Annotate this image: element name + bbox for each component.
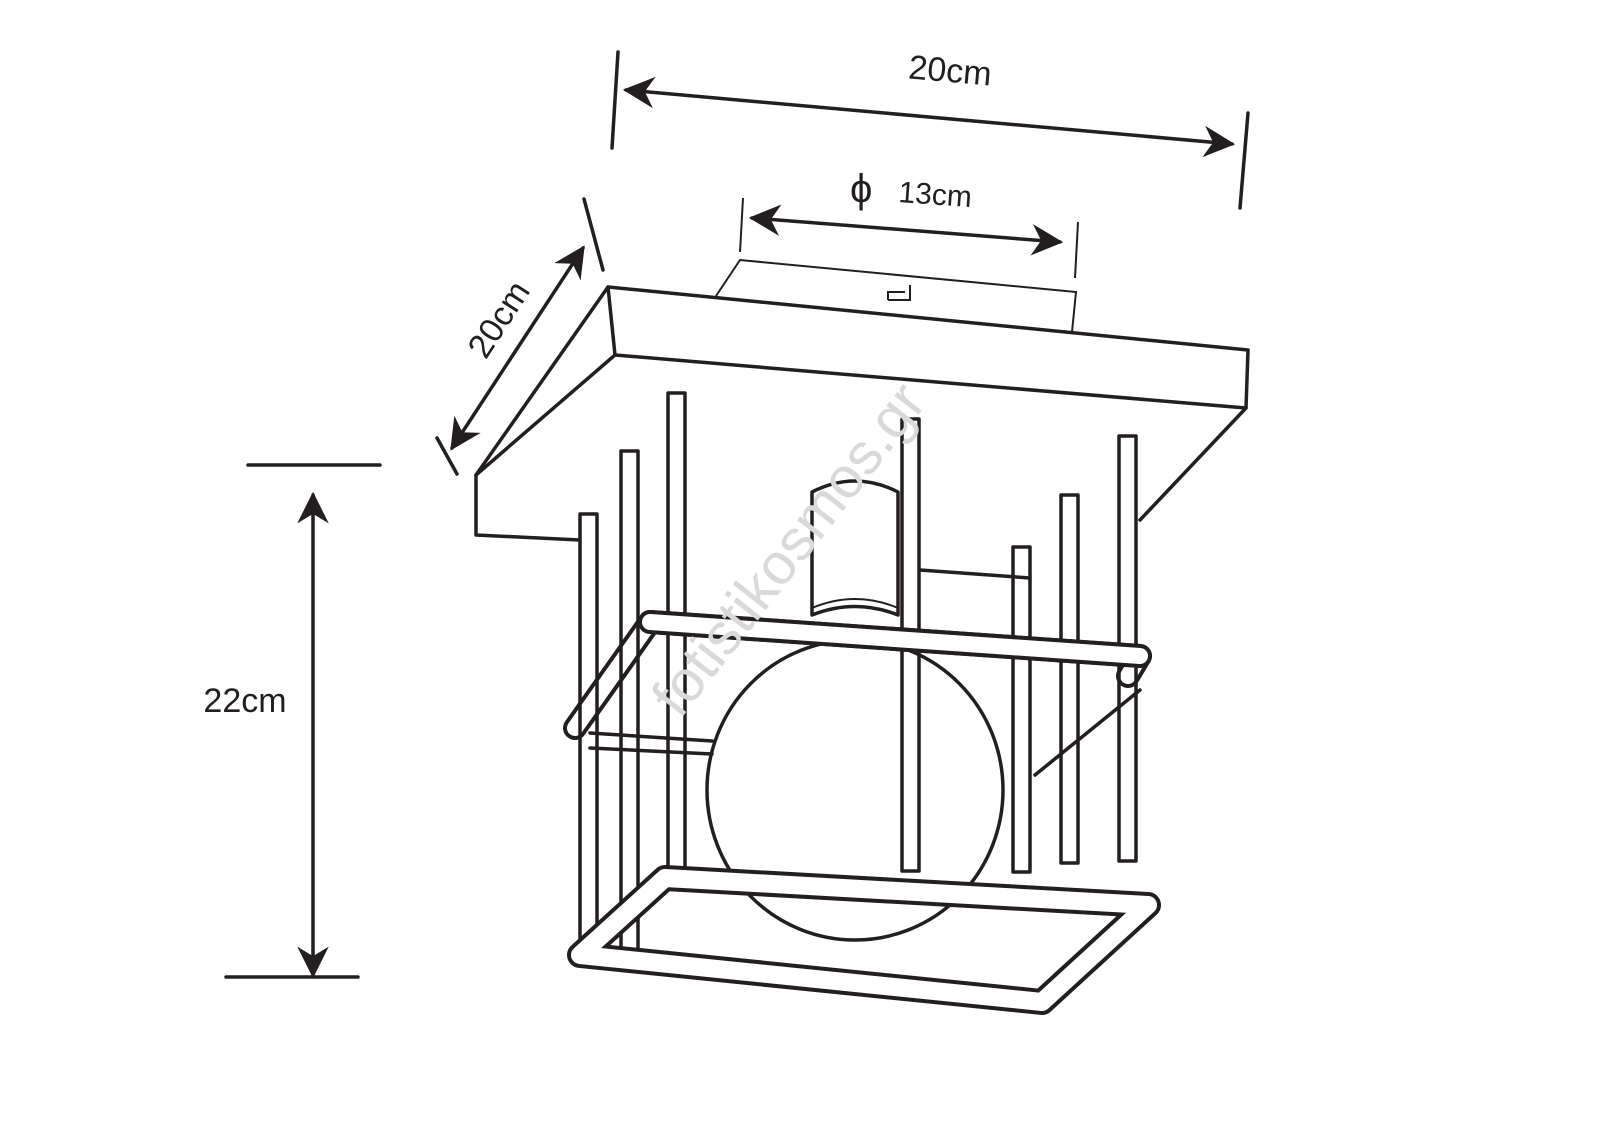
rod (1059, 493, 1080, 865)
cross-bar (588, 731, 714, 756)
depth-dimension: 20cm (435, 197, 605, 476)
rod (619, 449, 640, 962)
height-dimension: 22cm (203, 463, 382, 979)
depth-label: 20cm (461, 274, 538, 364)
rod (1011, 545, 1032, 874)
diameter-label: 13cm (898, 176, 973, 214)
width-dimension: 20cm (610, 48, 1250, 210)
height-label: 22cm (203, 682, 286, 720)
upper-ring-front (638, 610, 1152, 668)
base-plate (474, 285, 1250, 777)
bottom-ring (567, 865, 1161, 1015)
canopy-diameter-dimension: ϕ 13cm (739, 167, 1079, 279)
diameter-symbol: ϕ (850, 167, 872, 211)
width-label: 20cm (907, 48, 993, 93)
canopy-mount (715, 258, 1078, 333)
